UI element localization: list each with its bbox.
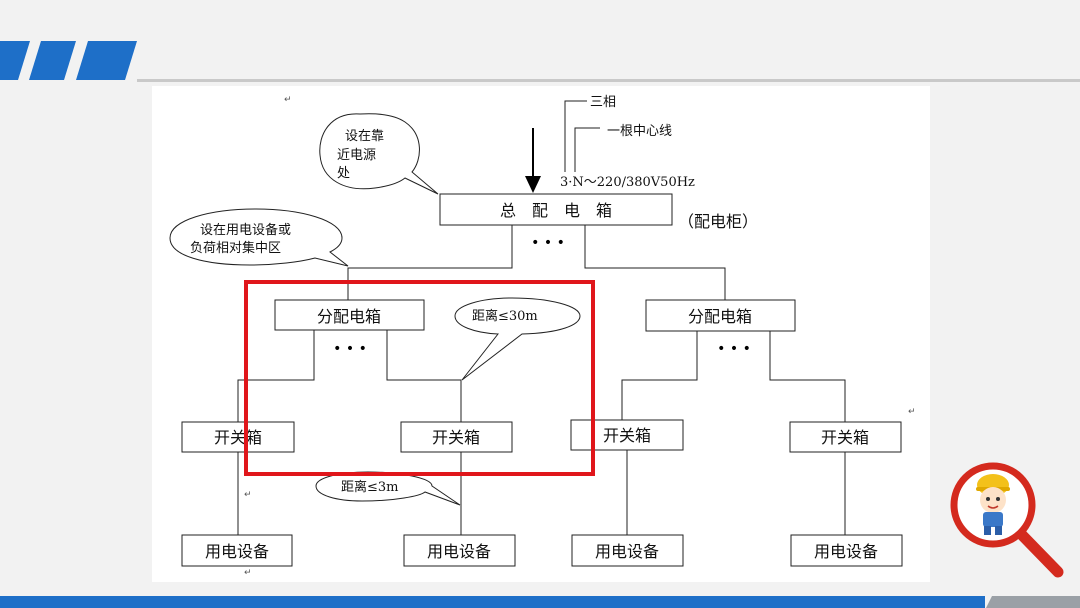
equipment-label: 用电设备 (205, 542, 269, 561)
supply-spec: 3·N～220/380V50Hz (560, 175, 695, 190)
callout-near-source (319, 113, 439, 195)
connector (584, 225, 726, 300)
ellipsis-dots: • • • (531, 235, 565, 251)
return-mark: ↵ (284, 95, 292, 105)
highlight-frame (244, 280, 595, 476)
header-blue-stripe-1 (29, 41, 76, 80)
equipment-box (181, 534, 293, 567)
switch-box (570, 419, 684, 451)
switch-box (400, 421, 513, 453)
header-blue-band (0, 41, 30, 80)
callout-distance-3m (315, 471, 461, 506)
sub-distribution-box (645, 299, 796, 332)
neutral-bracket (574, 127, 600, 172)
return-mark: ↵ (908, 407, 916, 417)
equipment-box (790, 534, 903, 567)
connector (347, 225, 513, 300)
header-divider-line (137, 79, 1080, 82)
switch-box-label: 开关箱 (821, 428, 869, 447)
return-mark: ↵ (244, 490, 252, 500)
callout-load-center-line: 负荷相对集中区 (190, 240, 281, 256)
connector (621, 331, 698, 420)
phase-label: 三相 (590, 95, 616, 110)
sub-box-label: 分配电箱 (317, 307, 381, 326)
sub-distribution-box (274, 299, 425, 331)
callout-near-source-line: 处 (337, 166, 350, 181)
neutral-label: 一根中心线 (607, 124, 672, 139)
return-mark: ↵ (244, 568, 252, 578)
header-blue-stripe-2 (76, 41, 137, 80)
switch-box-label: 开关箱 (214, 428, 262, 447)
connector (386, 330, 462, 422)
ellipsis-dots: • • • (333, 341, 367, 357)
main-box-label: 总 配 电 箱 (500, 201, 612, 220)
sub-box-label: 分配电箱 (688, 307, 752, 326)
switch-box (181, 421, 295, 453)
switch-box-label: 开关箱 (432, 428, 480, 447)
equipment-box (403, 534, 516, 567)
callout-load-center-line: 设在用电设备或 (200, 222, 291, 238)
phase-bracket (564, 100, 587, 172)
equipment-label: 用电设备 (595, 542, 659, 561)
switch-box (789, 421, 902, 453)
callout-near-source-line: 设在靠 (345, 129, 384, 144)
main-box-suffix: （配电柜） (678, 212, 758, 231)
connector (237, 330, 315, 422)
callout-distance-30m-text: 距离≤30m (472, 308, 538, 324)
callout-load-center (169, 208, 349, 267)
connector (769, 331, 846, 422)
equipment-label: 用电设备 (814, 542, 878, 561)
ellipsis-dots: • • • (717, 341, 751, 357)
callout-distance-30m (454, 297, 581, 381)
callout-near-source-line: 近电源 (337, 148, 376, 163)
header-decoration (0, 41, 1080, 82)
main-distribution-box (439, 193, 673, 226)
arrow-head-icon (525, 176, 541, 193)
equipment-box (571, 534, 684, 567)
equipment-label: 用电设备 (427, 542, 491, 561)
callout-distance-3m-text: 距离≤3m (341, 479, 399, 495)
diagram-panel (152, 86, 930, 582)
switch-box-label: 开关箱 (603, 426, 651, 445)
